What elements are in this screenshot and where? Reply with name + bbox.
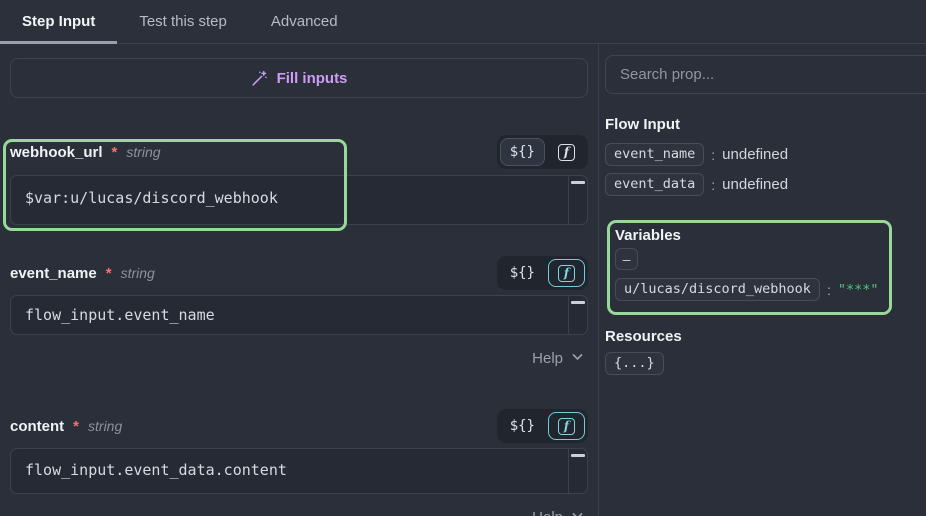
- event-name-value: flow_input.event_name: [25, 306, 215, 324]
- content-value: flow_input.event_data.content: [25, 461, 287, 479]
- required-asterisk: *: [111, 143, 118, 161]
- variables-section-title: Variables: [615, 227, 681, 244]
- flow-input-props: event_name : undefined event_data : unde…: [605, 142, 926, 197]
- chevron-down-icon: [571, 350, 584, 367]
- prop-row-event-data: event_data : undefined: [605, 172, 926, 197]
- variable-pill-discord-webhook[interactable]: u/lucas/discord_webhook: [615, 278, 820, 301]
- magic-wand-icon: [251, 70, 268, 87]
- input-mode-toggle-webhook-url: ${} f: [496, 135, 588, 169]
- function-f-icon: f: [558, 264, 575, 282]
- variables-highlight-box: Variables – u/lucas/discord_webhook : "*…: [607, 220, 892, 315]
- step-input-form: Fill inputs webhook_url * string ${} f $v…: [0, 44, 599, 516]
- editor-scroll-gutter: [568, 176, 587, 224]
- javascript-mode-button[interactable]: f: [548, 138, 585, 166]
- prop-pill-event-name[interactable]: event_name: [605, 143, 705, 166]
- function-f-icon: f: [558, 143, 575, 161]
- help-label: Help: [532, 509, 563, 516]
- chevron-down-icon: [571, 509, 584, 516]
- field-header-content: content * string ${} f: [10, 408, 588, 444]
- field-header-event-name: event_name * string ${} f: [10, 255, 588, 291]
- field-label-webhook-url: webhook_url: [10, 143, 103, 161]
- editor-scroll-gutter: [568, 296, 587, 334]
- collapse-section-button[interactable]: –: [615, 248, 638, 270]
- prop-pill-event-data[interactable]: event_data: [605, 173, 705, 196]
- editor-scrollbar-thumb[interactable]: [571, 181, 585, 184]
- colon-separator: :: [711, 176, 716, 193]
- javascript-mode-button[interactable]: f: [548, 259, 585, 287]
- fill-inputs-button[interactable]: Fill inputs: [10, 58, 588, 98]
- prop-value: undefined: [722, 176, 789, 193]
- editor-scrollbar-thumb[interactable]: [571, 454, 585, 457]
- colon-separator: :: [711, 146, 716, 163]
- tab-step-input[interactable]: Step Input: [0, 0, 118, 44]
- template-mode-button[interactable]: ${}: [500, 412, 545, 440]
- template-mode-button[interactable]: ${}: [499, 138, 545, 166]
- editor-scrollbar-thumb[interactable]: [571, 301, 585, 304]
- prop-row-discord-webhook-variable: u/lucas/discord_webhook : "***": [615, 277, 881, 302]
- help-label: Help: [532, 349, 563, 367]
- field-label-event-name: event_name: [10, 264, 97, 282]
- editor-scroll-gutter: [568, 449, 587, 493]
- prop-picker-panel: Flow Input event_name : undefined event_…: [599, 44, 926, 516]
- prop-row-event-name: event_name : undefined: [605, 142, 926, 167]
- resources-section-title: Resources: [605, 328, 682, 345]
- secret-variable-value: "***": [837, 281, 879, 298]
- field-type-webhook-url: string: [126, 143, 161, 160]
- field-header-webhook-url: webhook_url * string ${} f: [10, 133, 588, 171]
- webhook-url-input[interactable]: $var:u/lucas/discord_webhook: [10, 175, 588, 225]
- event-name-input[interactable]: flow_input.event_name: [10, 295, 588, 335]
- field-type-event-name: string: [120, 264, 155, 281]
- search-prop-input[interactable]: [605, 55, 926, 94]
- colon-separator: :: [826, 281, 831, 298]
- fill-inputs-label: Fill inputs: [276, 69, 348, 87]
- webhook-url-value: $var:u/lucas/discord_webhook: [25, 189, 278, 207]
- required-asterisk: *: [73, 417, 80, 435]
- tab-bar: Step Input Test this step Advanced: [0, 0, 926, 44]
- help-toggle[interactable]: Help: [532, 509, 584, 516]
- prop-value: undefined: [722, 146, 789, 163]
- flow-input-section-title: Flow Input: [605, 116, 680, 133]
- field-type-content: string: [88, 417, 123, 434]
- template-mode-button[interactable]: ${}: [500, 259, 545, 287]
- content-input[interactable]: flow_input.event_data.content: [10, 448, 588, 494]
- input-mode-toggle-event-name: ${} f: [496, 256, 588, 290]
- function-f-icon: f: [558, 417, 575, 435]
- tab-test-this-step[interactable]: Test this step: [117, 0, 249, 43]
- resources-object-pill[interactable]: {...}: [605, 352, 664, 375]
- input-mode-toggle-content: ${} f: [496, 409, 588, 443]
- field-label-content: content: [10, 417, 65, 435]
- help-toggle[interactable]: Help: [532, 350, 584, 367]
- javascript-mode-button[interactable]: f: [548, 412, 585, 440]
- required-asterisk: *: [105, 264, 112, 282]
- tab-advanced[interactable]: Advanced: [249, 0, 360, 43]
